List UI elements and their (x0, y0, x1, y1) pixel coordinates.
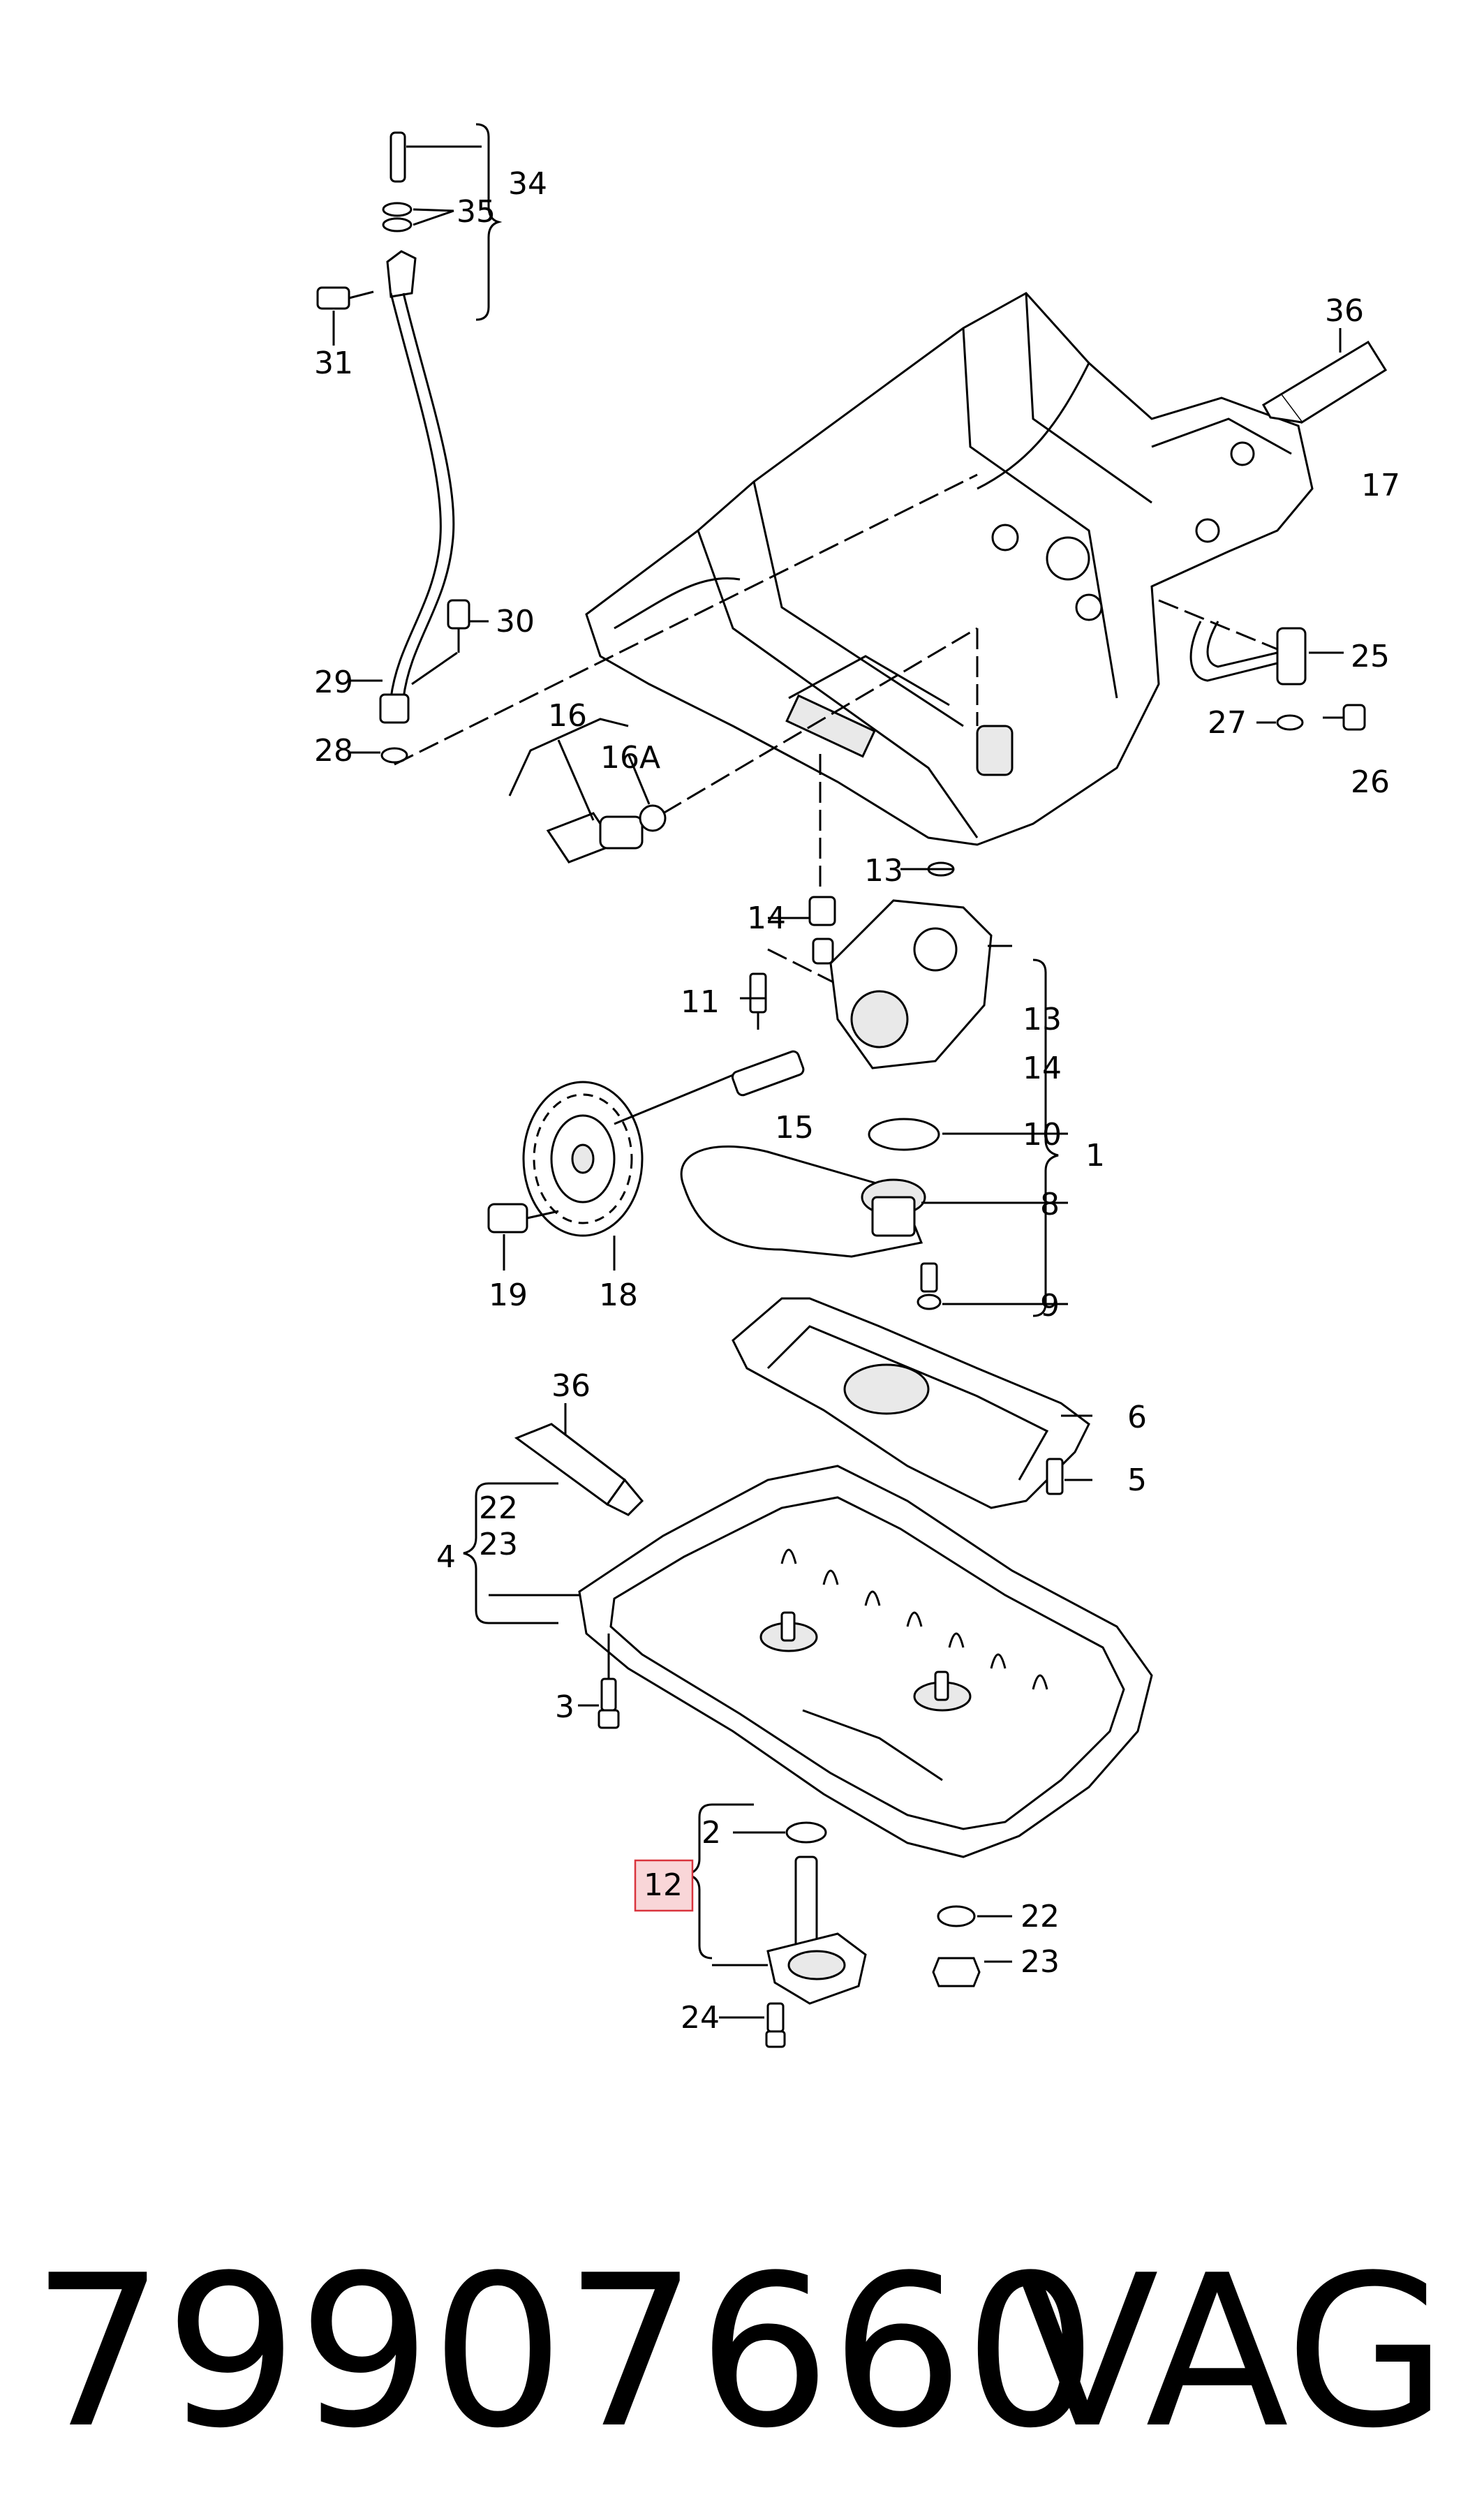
callout-31: 31 (314, 346, 353, 381)
callout-23: 23 (1021, 1944, 1060, 1980)
callout-labels: 34 35 31 30 29 28 16 16A 36 17 25 27 26 … (314, 166, 1400, 2036)
callout-10: 10 (1023, 1117, 1062, 1153)
callout-25: 25 (1351, 639, 1390, 674)
callout-6: 6 (1127, 1400, 1147, 1435)
callout-3: 3 (555, 1689, 574, 1725)
sealant-tube-bottom (514, 1403, 644, 1516)
callout-22: 22 (1021, 1899, 1060, 1934)
callout-36-bottom: 36 (551, 1368, 591, 1404)
callout-5: 5 (1127, 1462, 1147, 1498)
oil-pressure-switch (508, 718, 667, 864)
callout-9: 9 (1040, 1288, 1060, 1324)
sealant-tube-top (1261, 328, 1388, 424)
callout-11: 11 (681, 984, 720, 1020)
callout-16: 16 (548, 698, 587, 734)
callout-17: 17 (1361, 468, 1400, 503)
callout-34: 34 (508, 166, 547, 202)
callout-28: 28 (314, 733, 353, 769)
dipstick-assembly (316, 123, 503, 764)
callout-35: 35 (457, 194, 496, 230)
callout-14-left: 14 (747, 901, 786, 936)
breather-pipe-assembly (1158, 599, 1366, 731)
assembly-lines (394, 473, 979, 993)
callout-29: 29 (314, 665, 353, 700)
brand-name: VAG (1016, 2230, 1448, 2474)
callout-15: 15 (775, 1110, 814, 1146)
lower-oil-pan (463, 1465, 1153, 1858)
callout-26: 26 (1351, 764, 1390, 800)
part-number: 79907660 (31, 2230, 1097, 2474)
callout-4: 4 (436, 1539, 456, 1575)
callout-16a: 16A (600, 740, 660, 776)
callout-14-right: 14 (1023, 1051, 1062, 1086)
callout-30: 30 (496, 604, 535, 639)
callout-22-group: 22 (479, 1490, 518, 1526)
sprocket-assembly (487, 1074, 734, 1271)
upper-oil-pan (585, 292, 1314, 846)
callout-36-top: 36 (1325, 293, 1364, 329)
callout-19: 19 (489, 1277, 528, 1313)
callout-2: 2 (702, 1815, 721, 1851)
callout-8: 8 (1040, 1187, 1060, 1222)
highlight-box (634, 1859, 694, 1912)
callout-12: 12 (644, 1867, 683, 1903)
callout-23-group: 23 (479, 1527, 518, 1562)
callout-24: 24 (681, 2000, 720, 2036)
oil-level-sensor-assembly (634, 1803, 1012, 2048)
oil-pump-assembly (680, 861, 1068, 1317)
callout-1: 1 (1085, 1138, 1105, 1173)
callout-27: 27 (1208, 705, 1247, 741)
callout-13-top: 13 (864, 853, 903, 889)
baffle-plate (732, 1297, 1092, 1509)
callout-13-right: 13 (1023, 1002, 1062, 1037)
callout-18: 18 (599, 1277, 638, 1313)
